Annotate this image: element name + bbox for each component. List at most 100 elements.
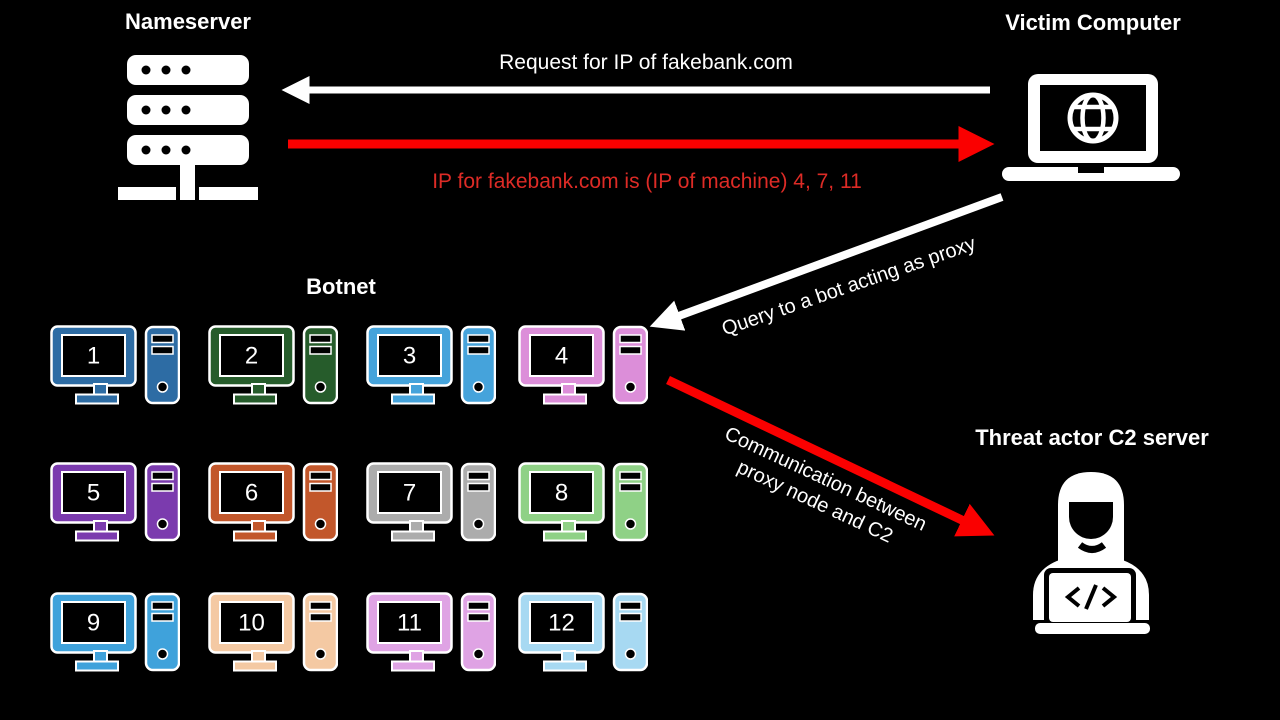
nameserver-server-rack-icon xyxy=(118,55,258,200)
bot-power-button xyxy=(472,648,485,660)
globe-icon xyxy=(1067,92,1119,144)
bot-screen xyxy=(61,471,126,514)
bot-number: 1 xyxy=(87,343,100,370)
bot-tower-slot xyxy=(309,334,332,344)
bot-stand-base xyxy=(543,530,587,542)
bot-stand-neck xyxy=(409,383,424,396)
bot-computer-6: 6 xyxy=(208,462,338,542)
bot-tower-slot xyxy=(151,334,174,344)
bot-tower-slot xyxy=(309,482,332,492)
c2-arrow xyxy=(666,375,995,537)
bot-stand-base xyxy=(543,660,587,672)
bot-tower-slot xyxy=(467,471,490,481)
bot-stand-neck xyxy=(93,520,108,533)
victim-laptop-icon xyxy=(1002,74,1180,181)
bot-screen xyxy=(529,601,594,644)
bot-number: 2 xyxy=(245,343,258,370)
bot-stand-base xyxy=(75,530,119,542)
nameserver-title: Nameserver xyxy=(125,9,251,34)
bot-computer-5: 5 xyxy=(50,462,180,542)
bot-tower-slot xyxy=(151,345,174,355)
bot-power-button xyxy=(156,381,169,393)
bot-tower-slot xyxy=(619,334,642,344)
bot-stand-neck xyxy=(409,650,424,663)
bot-computer-2: 2 xyxy=(208,325,338,405)
bot-tower-slot xyxy=(467,334,490,344)
bot-stand-base xyxy=(391,530,435,542)
bot-tower-slot xyxy=(151,471,174,481)
bot-number: 12 xyxy=(548,610,575,637)
bot-tower-slot xyxy=(619,601,642,611)
bot-stand-neck xyxy=(251,650,266,663)
bot-screen xyxy=(219,601,284,644)
bot-screen xyxy=(377,601,442,644)
bot-stand-neck xyxy=(93,383,108,396)
bot-screen xyxy=(529,471,594,514)
bot-screen xyxy=(61,601,126,644)
bot-tower-slot xyxy=(467,482,490,492)
bot-computer-1: 1 xyxy=(50,325,180,405)
bot-tower-slot xyxy=(467,601,490,611)
bot-power-button xyxy=(624,518,637,530)
bot-tower-slot xyxy=(619,482,642,492)
bot-power-button xyxy=(314,518,327,530)
bot-stand-neck xyxy=(251,383,266,396)
bot-power-button xyxy=(472,518,485,530)
response-arrow-label: IP for fakebank.com is (IP of machine) 4… xyxy=(432,170,862,193)
code-icon xyxy=(1064,584,1118,610)
query-arrow xyxy=(649,193,1004,331)
server-rack-rows xyxy=(127,55,249,165)
laptop-base-notch xyxy=(1078,167,1104,173)
bot-power-button xyxy=(156,518,169,530)
bot-tower-slot xyxy=(151,482,174,492)
bot-computer-3: 3 xyxy=(366,325,496,405)
bot-power-button xyxy=(624,381,637,393)
hacker-face xyxy=(1069,502,1113,539)
bot-stand-base xyxy=(391,660,435,672)
bot-computer-4: 4 xyxy=(518,325,648,405)
bot-tower-slot xyxy=(309,601,332,611)
bot-stand-base xyxy=(543,393,587,405)
bot-tower-slot xyxy=(619,612,642,622)
bot-computer-9: 9 xyxy=(50,592,180,672)
bot-stand-base xyxy=(233,530,277,542)
bot-screen xyxy=(61,334,126,377)
bot-computer-7: 7 xyxy=(366,462,496,542)
bot-screen xyxy=(219,471,284,514)
server-stand-base xyxy=(118,187,258,200)
bot-number: 5 xyxy=(87,480,100,507)
bot-computer-11: 11 xyxy=(366,592,496,672)
victim-title: Victim Computer xyxy=(1005,10,1181,35)
bot-number: 9 xyxy=(87,610,100,637)
bot-stand-neck xyxy=(93,650,108,663)
server-stand-stem xyxy=(180,163,195,189)
bot-power-button xyxy=(156,648,169,660)
bot-screen xyxy=(377,471,442,514)
bot-number: 4 xyxy=(555,343,568,370)
bot-tower-slot xyxy=(309,612,332,622)
threat-actor-hacker-icon xyxy=(1033,472,1150,634)
laptop-base xyxy=(1002,167,1180,181)
bot-tower-slot xyxy=(467,612,490,622)
bot-tower-slot xyxy=(619,471,642,481)
bot-number: 10 xyxy=(238,610,265,637)
bot-number: 3 xyxy=(403,343,416,370)
bot-stand-base xyxy=(75,660,119,672)
request-arrow-label: Request for IP of fakebank.com xyxy=(499,51,793,74)
bot-tower-slot xyxy=(467,345,490,355)
bot-stand-neck xyxy=(561,520,576,533)
bot-stand-neck xyxy=(561,383,576,396)
bot-tower-slot xyxy=(151,601,174,611)
bot-number: 6 xyxy=(245,480,258,507)
bot-stand-neck xyxy=(561,650,576,663)
bot-stand-base xyxy=(391,393,435,405)
bot-stand-base xyxy=(233,660,277,672)
bot-stand-base xyxy=(233,393,277,405)
botnet-title: Botnet xyxy=(306,274,376,299)
bot-tower-slot xyxy=(309,471,332,481)
bot-computer-10: 10 xyxy=(208,592,338,672)
threat-actor-title: Threat actor C2 server xyxy=(975,425,1209,450)
bot-power-button xyxy=(314,648,327,660)
bot-computer-12: 12 xyxy=(518,592,648,672)
